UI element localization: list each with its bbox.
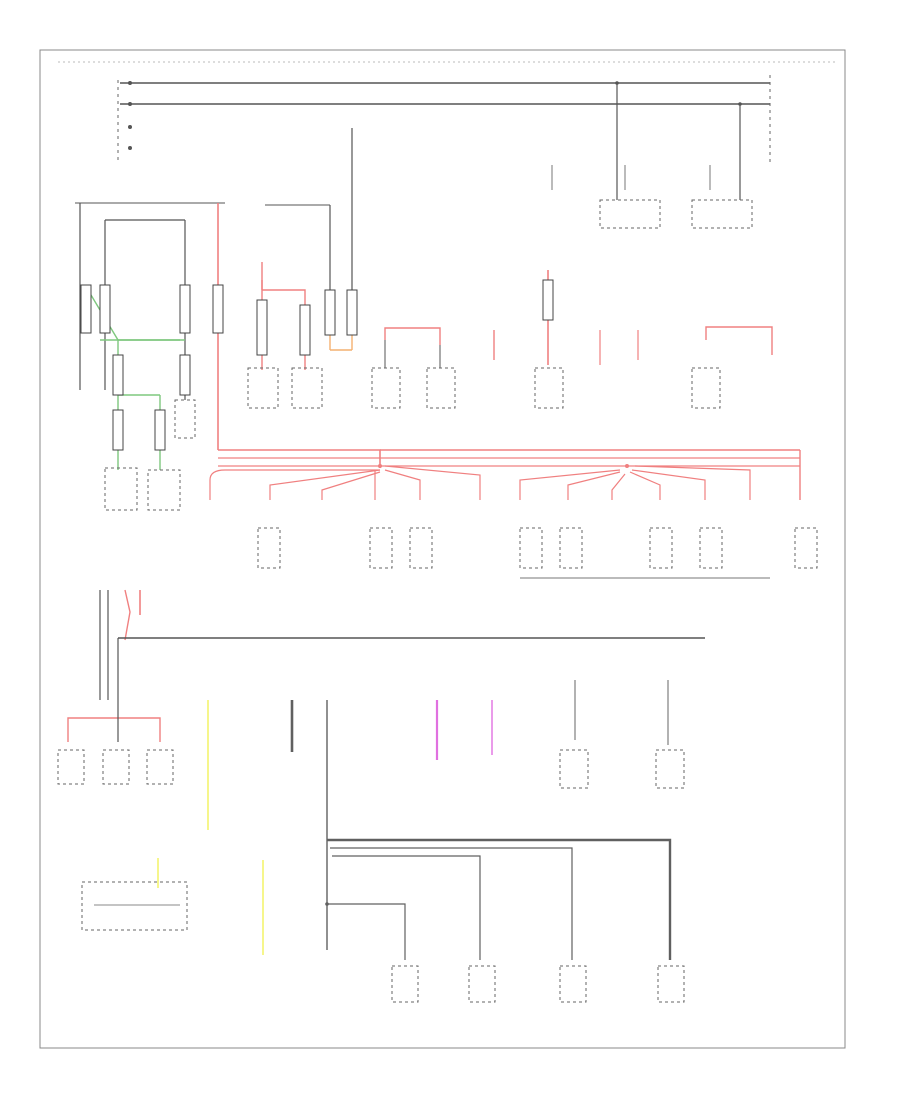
right-relays (551, 83, 753, 229)
splice-rails (209, 440, 801, 500)
upper-right-group (371, 270, 773, 409)
upper-middle-fuses (247, 128, 358, 409)
left-fuse-block (75, 202, 225, 511)
fuel-injector-row (257, 527, 818, 579)
diagram-frame (39, 49, 846, 1049)
lower-bus (57, 589, 705, 960)
ignition-switch (117, 75, 771, 165)
bottom-components (81, 881, 685, 1003)
